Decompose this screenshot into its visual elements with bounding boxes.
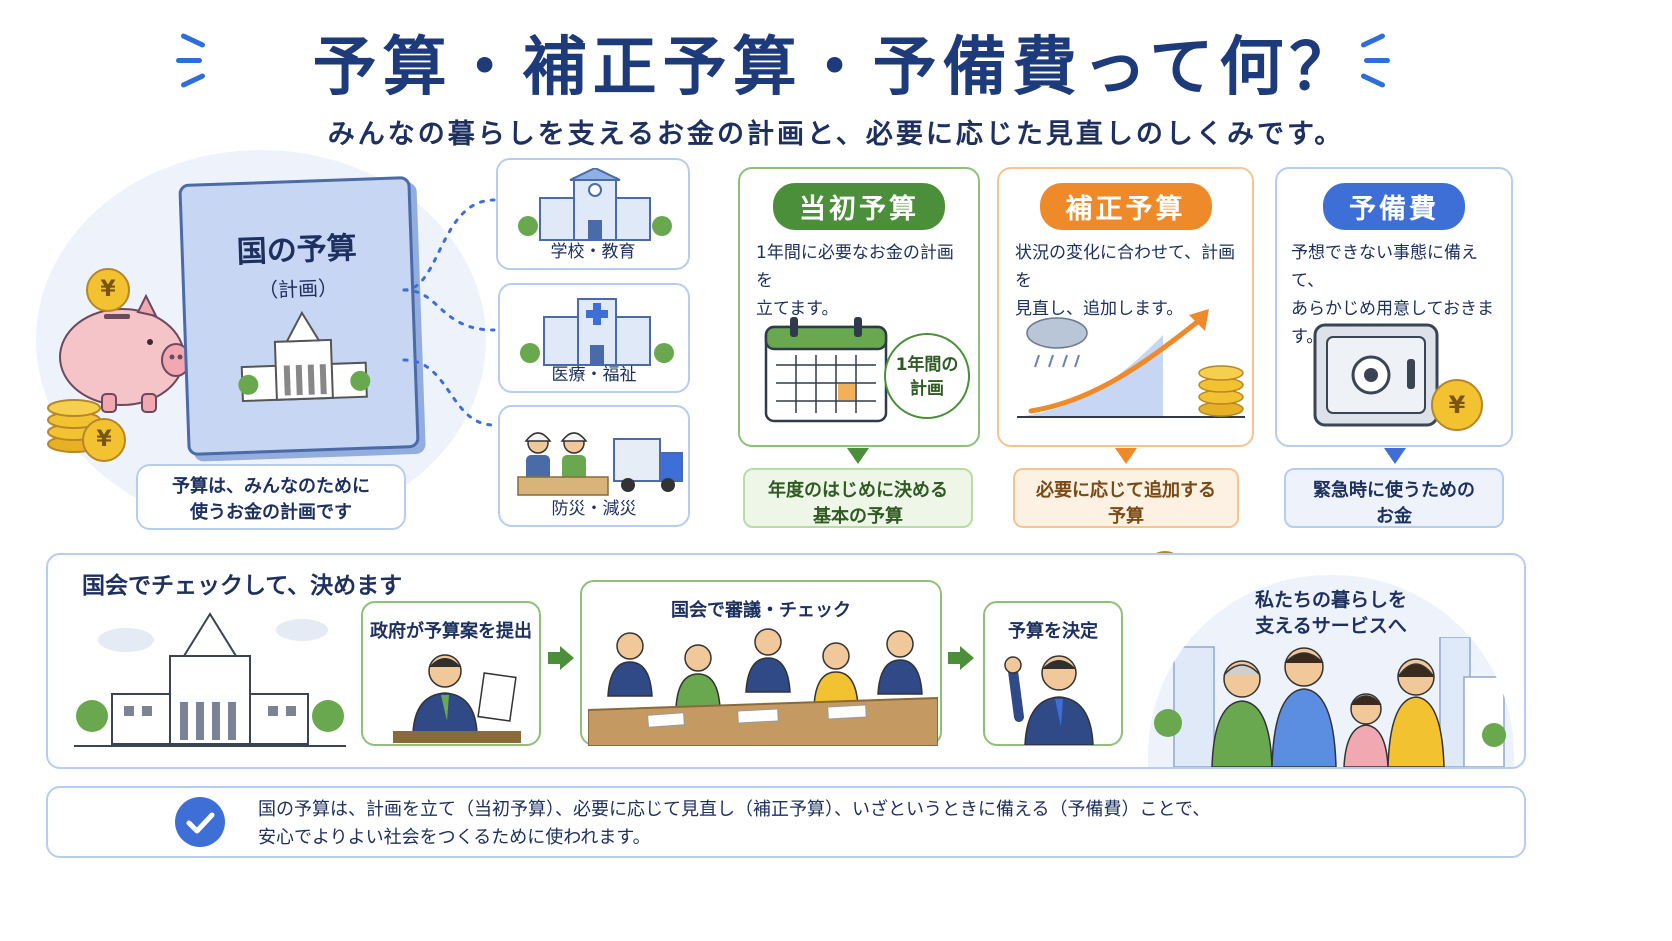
page-title: 予算・補正予算・予備費って何？	[312, 31, 1360, 105]
page-subtitle: みんなの暮らしを支えるお金の計画と、必要に応じた見直しのしくみです。	[327, 119, 1345, 150]
note-initial-budget: 年度のはじめに決める基本の予算	[743, 468, 973, 528]
safe-icon	[1313, 323, 1439, 427]
step-deliberation: 国会で審議・チェック	[580, 580, 942, 746]
diet-members-icon	[588, 628, 938, 746]
school-icon	[518, 168, 672, 241]
process-heading: 国会でチェックして、決めます	[82, 573, 403, 599]
official-raising-hand-icon	[1004, 655, 1094, 745]
card-reserve-fund: 予備費 予想できない事態に備えて、あらかじめ用意しておきます。 ¥	[1275, 167, 1513, 447]
arrow-down-green-icon	[847, 448, 869, 464]
check-icon	[175, 797, 225, 847]
step-submit: 政府が予算案を提出	[361, 601, 541, 746]
growth-chart-icon	[1017, 309, 1245, 418]
note-reserve-fund: 緊急時に使うためのお金	[1284, 468, 1504, 528]
family-icon	[1154, 637, 1506, 767]
coin-top-icon: ¥	[86, 268, 130, 312]
book-caption: 予算は、みんなのために 使うお金の計画です	[136, 464, 406, 530]
arrow-right-2-icon	[948, 652, 962, 664]
arrow-down-orange-icon	[1115, 448, 1137, 464]
budget-book: 国の予算 （計画）	[178, 176, 420, 456]
note-supplementary-budget: 必要に応じて追加する予算	[1013, 468, 1239, 528]
sparkle-left-icon	[176, 30, 216, 90]
hospital-icon	[520, 298, 674, 366]
calendar-icon	[764, 317, 888, 423]
summary-box	[46, 786, 1526, 858]
category-school: 学校・教育	[496, 158, 690, 270]
book-title: 国の予算	[236, 230, 358, 271]
annual-plan-badge: 1年間の計画	[884, 333, 970, 419]
disaster-relief-icon	[517, 432, 683, 496]
category-disaster: 防災・減災	[498, 405, 690, 527]
diet-building-large-icon	[74, 612, 346, 747]
arrow-down-blue-icon	[1384, 448, 1406, 464]
arrow-right-1-icon	[548, 652, 562, 664]
pill-reserve-fund: 予備費	[1323, 183, 1465, 230]
step-decision: 予算を決定	[983, 601, 1123, 746]
pill-initial-budget: 当初予算	[773, 183, 945, 230]
coin-reserve-icon: ¥	[1431, 379, 1483, 431]
card-initial-budget: 当初予算 1年間に必要なお金の計画を立てます。 1年間の計画	[738, 167, 980, 447]
coin-bottom-icon: ¥	[82, 418, 126, 462]
category-medical: 医療・福祉	[498, 283, 690, 393]
connector-lines	[402, 198, 496, 427]
diet-building-icon	[238, 310, 371, 403]
sparkle-right-icon	[1352, 30, 1392, 90]
summary-text: 国の予算は、計画を立て（当初予算）、必要に応じて見直し（補正予算）、いざというと…	[258, 799, 1211, 848]
official-presenting-icon	[393, 654, 521, 743]
result-services: 私たちの暮らしを 支えるサービスへ	[1148, 575, 1514, 767]
book-subtitle: （計画）	[257, 275, 339, 303]
pill-supplementary-budget: 補正予算	[1039, 183, 1212, 230]
